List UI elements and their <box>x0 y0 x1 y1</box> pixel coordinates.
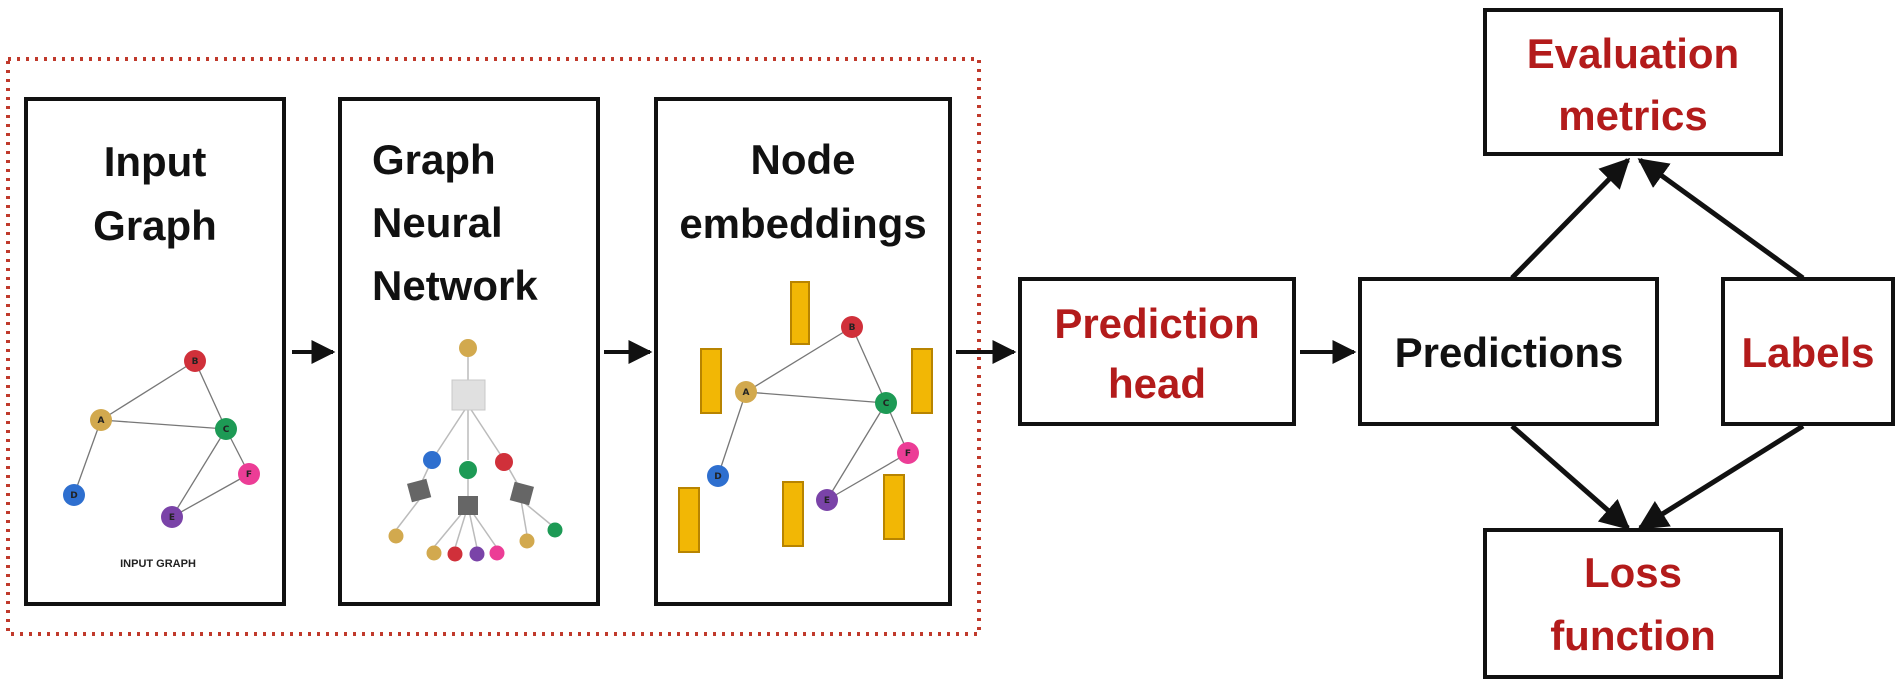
gnn-box: Graph Neural Network <box>338 97 600 606</box>
loss-function-box: Loss function <box>1483 528 1783 679</box>
embedding-node-c: C <box>875 392 897 414</box>
graph-node-a: A <box>90 409 112 431</box>
embedding-node-e-label: E <box>824 496 830 506</box>
embedding-node-c-label: C <box>883 399 890 409</box>
embedding-node-e: E <box>816 489 838 511</box>
embedding-node-b: B <box>841 316 863 338</box>
evaluation-metrics-box: Evaluation metrics <box>1483 8 1783 156</box>
embedding-node-d-label: D <box>714 472 721 482</box>
prediction-head-box: Prediction head <box>1018 277 1296 426</box>
embedding-node-b-label: B <box>849 323 856 333</box>
graph-node-f-label: F <box>246 470 252 480</box>
embedding-bar <box>883 474 905 540</box>
embedding-bar <box>782 481 804 547</box>
graph-node-f: F <box>238 463 260 485</box>
graph-node-b: B <box>184 350 206 372</box>
input-graph-caption: INPUT GRAPH <box>120 558 196 570</box>
embedding-bar <box>911 348 933 414</box>
graph-node-c-label: C <box>223 425 230 435</box>
arrow-predictions-to-metrics <box>1510 157 1631 280</box>
embedding-node-f: F <box>897 442 919 464</box>
prediction-head-line1: Prediction <box>1054 300 1259 347</box>
node-embeddings-title-line1: Node <box>751 136 856 183</box>
embedding-node-a: A <box>735 381 757 403</box>
input-graph-title-line1: Input <box>104 138 207 185</box>
node-embeddings-title-line2: embeddings <box>679 200 926 247</box>
labels-label: Labels <box>1741 329 1874 376</box>
prediction-head-line2: head <box>1108 360 1206 407</box>
labels-box: Labels <box>1721 277 1895 426</box>
graph-node-b-label: B <box>192 357 199 367</box>
gnn-title-line3: Network <box>372 262 538 309</box>
gnn-title-line1: Graph <box>372 136 496 183</box>
embedding-node-a-label: A <box>743 388 750 398</box>
graph-node-a-label: A <box>98 416 105 426</box>
loss-function-line2: function <box>1550 612 1716 659</box>
input-graph-title-line2: Graph <box>93 202 217 249</box>
embedding-node-f-label: F <box>905 449 911 459</box>
gnn-illustration <box>388 339 563 562</box>
evaluation-metrics-line2: metrics <box>1558 92 1707 139</box>
arrow-labels-to-metrics <box>1637 157 1805 281</box>
loss-function-line1: Loss <box>1584 549 1682 596</box>
graph-node-c: C <box>215 418 237 440</box>
predictions-label: Predictions <box>1395 329 1624 376</box>
arrow-labels-to-loss <box>1637 423 1805 531</box>
graph-node-e: E <box>161 506 183 528</box>
arrow-predictions-to-loss <box>1510 424 1631 530</box>
graph-node-e-label: E <box>169 513 175 523</box>
embedding-bar <box>678 487 700 553</box>
node-embeddings-illustration: A B C D E F <box>678 281 933 553</box>
node-embeddings-box: Node embeddings A <box>654 97 952 606</box>
predictions-box: Predictions <box>1358 277 1659 426</box>
graph-node-d-label: D <box>70 491 77 501</box>
evaluation-metrics-line1: Evaluation <box>1527 30 1739 77</box>
graph-node-d: D <box>63 484 85 506</box>
gnn-title-line2: Neural <box>372 199 503 246</box>
embedding-node-d: D <box>707 465 729 487</box>
input-graph-box: Input Graph A B C D E F INPUT GRAPH <box>24 97 286 606</box>
embedding-bar <box>790 281 810 345</box>
embedding-bar <box>700 348 722 414</box>
